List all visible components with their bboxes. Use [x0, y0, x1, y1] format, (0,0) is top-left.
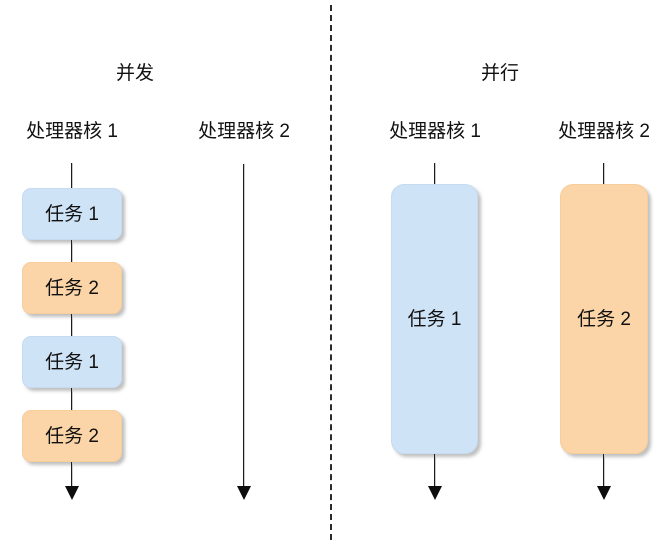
timeline-segment-concurrency-core1-end [71, 462, 72, 488]
timeline-segment-parallelism-core1-end [434, 454, 435, 488]
task-label: 任务 2 [577, 308, 631, 330]
task-box-concurrency-core1-1[interactable]: 任务 1 [22, 188, 122, 240]
arrowhead-parallelism-core2 [597, 486, 611, 500]
arrowhead-parallelism-core1 [428, 486, 442, 500]
task-label: 任务 1 [45, 203, 99, 225]
task-label: 任务 2 [45, 277, 99, 299]
panel-title-concurrency: 并发 [115, 63, 154, 84]
arrowhead-concurrency-core2 [237, 486, 251, 500]
task-label: 任务 1 [45, 351, 99, 373]
lane-label-concurrency-core2: 处理器核 2 [198, 121, 290, 142]
timeline-segment-concurrency-core1-2 [71, 240, 72, 262]
panel-divider [330, 5, 332, 540]
timeline-segment-concurrency-core1-3 [71, 314, 72, 336]
timeline-segment-concurrency-core1-top [71, 163, 72, 188]
arrowhead-concurrency-core1 [65, 486, 79, 500]
task-label: 任务 1 [407, 308, 462, 330]
lane-label-parallelism-core1: 处理器核 1 [389, 121, 481, 142]
timeline-segment-parallelism-core1-top [434, 163, 435, 184]
panel-title-parallelism: 并行 [480, 63, 519, 84]
timeline-concurrency-core2 [243, 164, 244, 488]
lane-label-parallelism-core2: 处理器核 2 [558, 121, 650, 142]
timeline-segment-parallelism-core2-top [603, 163, 604, 184]
task-label: 任务 2 [45, 425, 99, 447]
task-box-concurrency-core1-2[interactable]: 任务 2 [22, 262, 122, 314]
lane-label-concurrency-core1: 处理器核 1 [26, 121, 118, 142]
task-box-concurrency-core1-3[interactable]: 任务 1 [22, 336, 122, 388]
timeline-segment-parallelism-core2-end [603, 454, 604, 488]
timeline-segment-concurrency-core1-4 [71, 388, 72, 410]
task-box-parallelism-core1[interactable]: 任务 1 [391, 184, 478, 454]
task-box-parallelism-core2[interactable]: 任务 2 [560, 184, 648, 454]
task-box-concurrency-core1-4[interactable]: 任务 2 [22, 410, 122, 462]
